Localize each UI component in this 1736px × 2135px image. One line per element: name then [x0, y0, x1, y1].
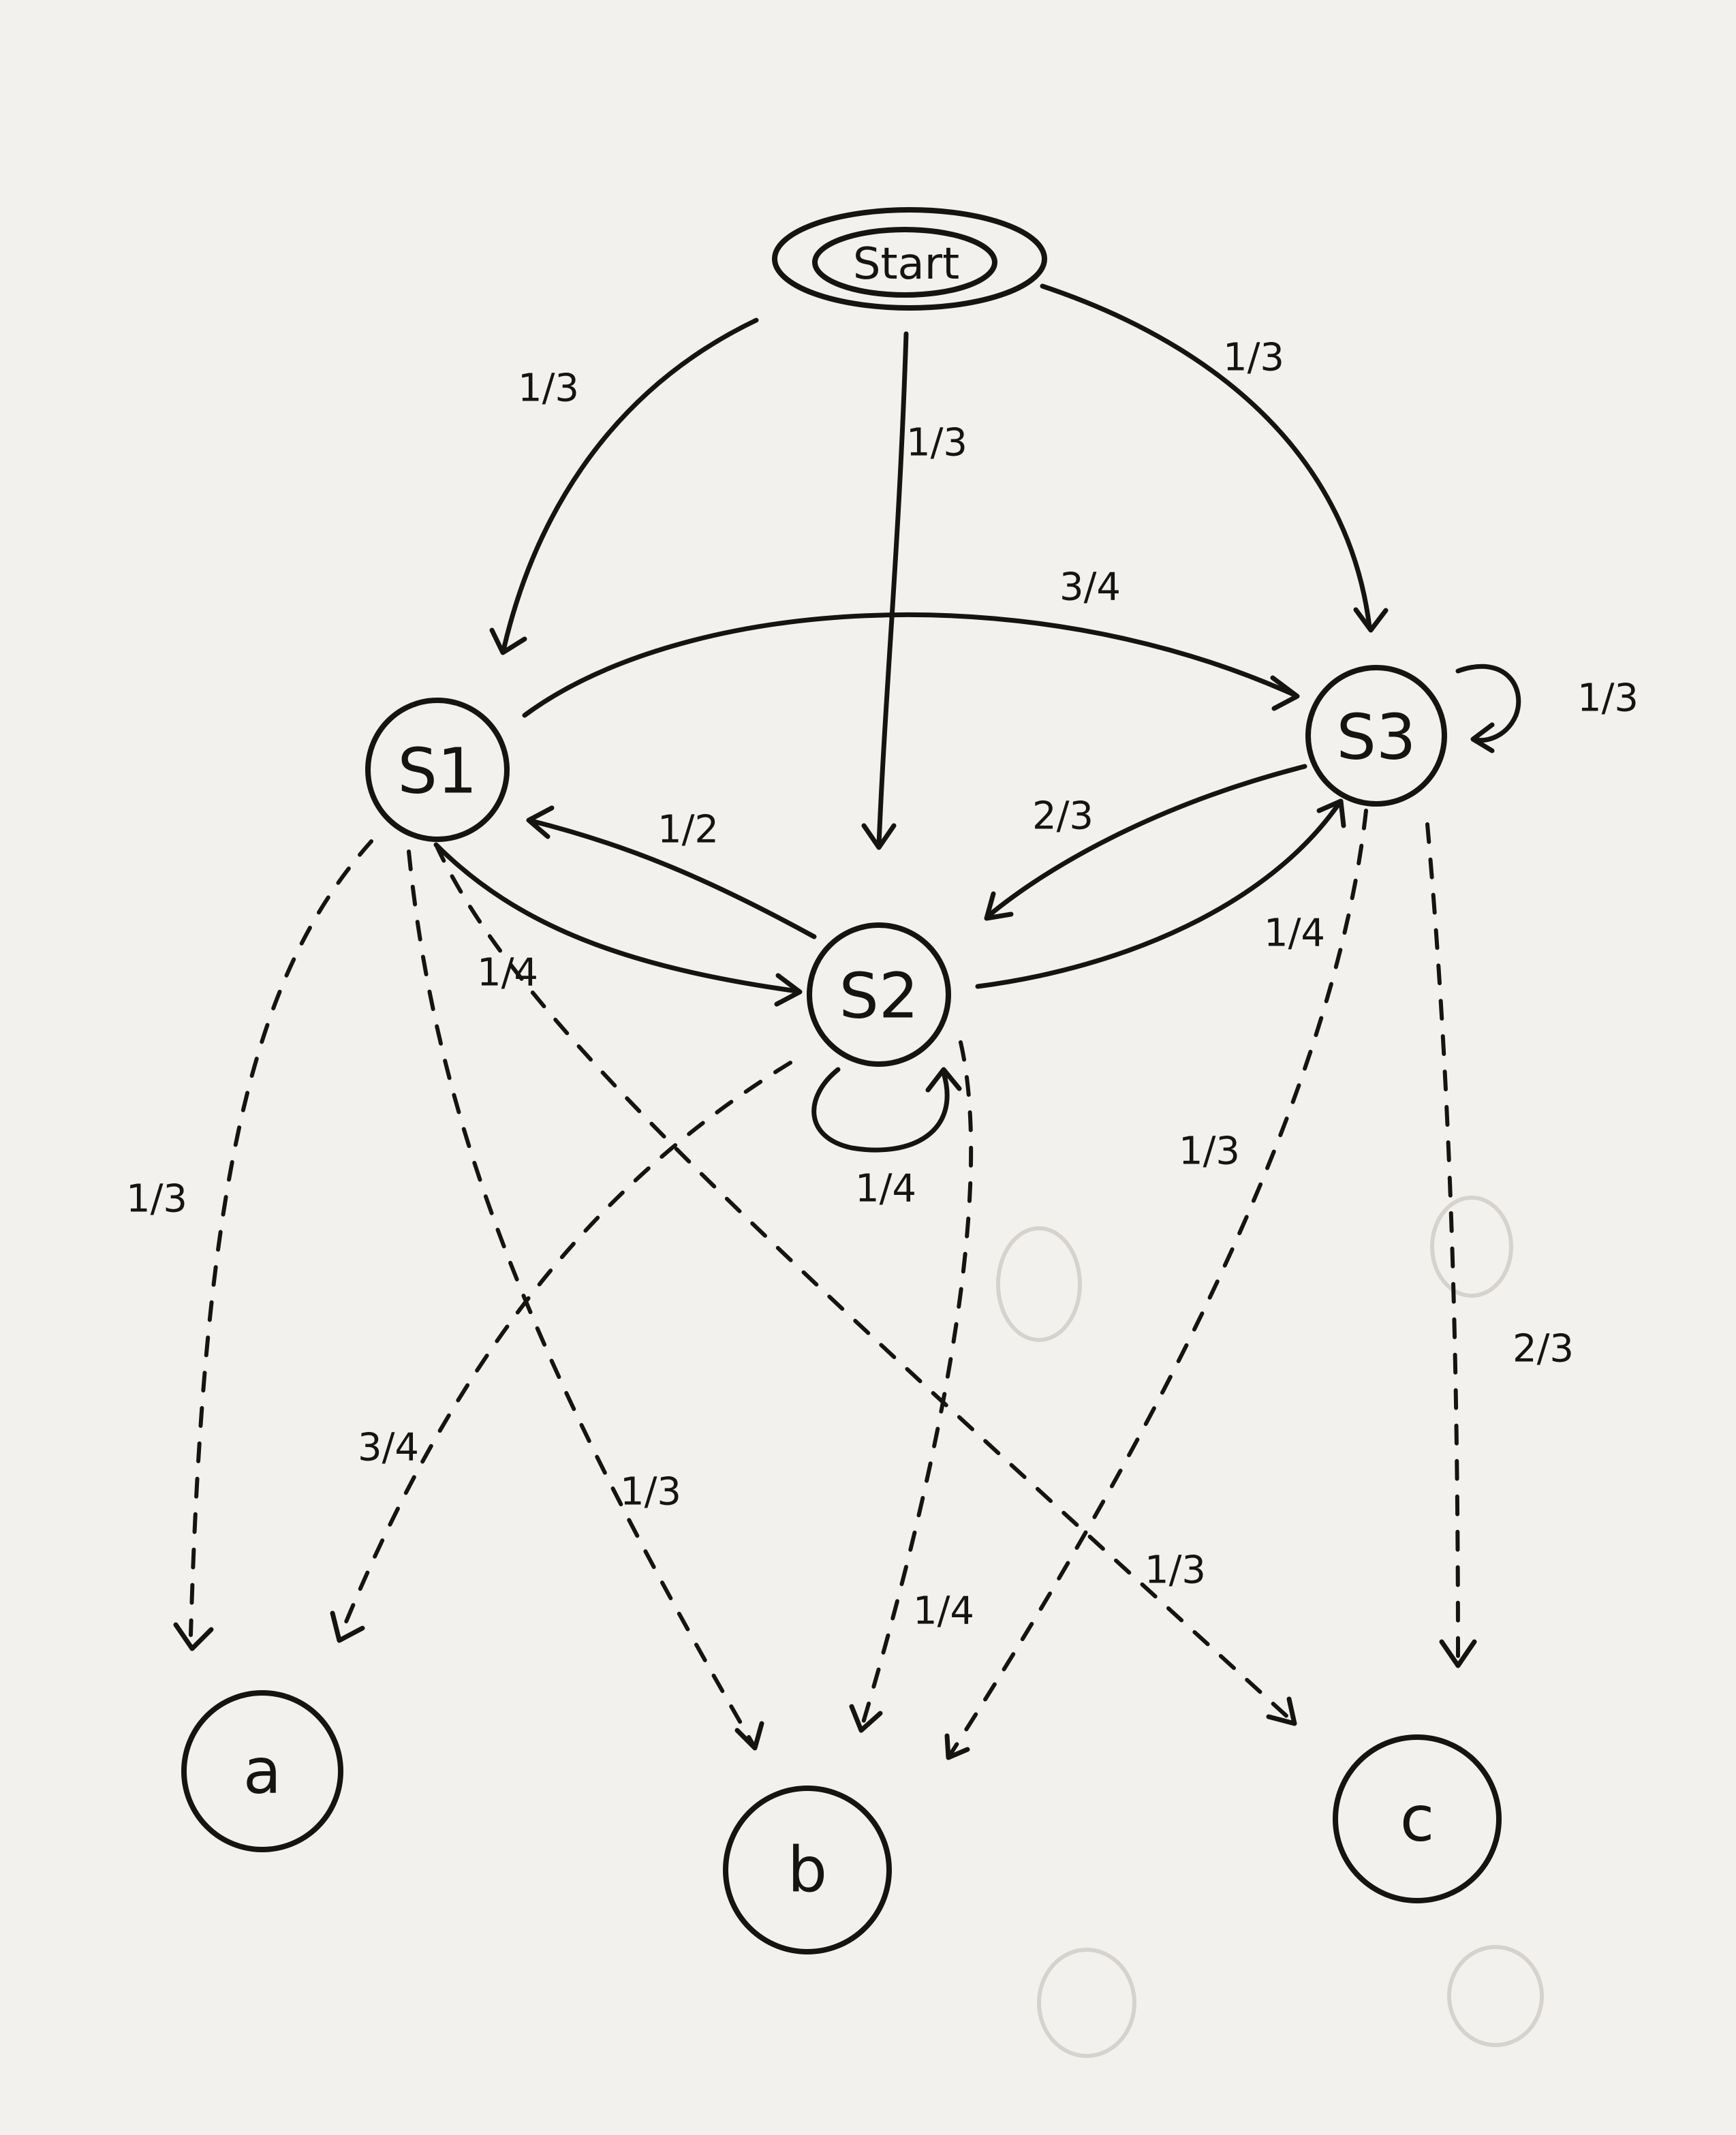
node-a: a [181, 1690, 343, 1852]
node-s3: S3 [1305, 665, 1447, 807]
edge-s1-c [434, 843, 1293, 1722]
node-b: b [723, 1786, 892, 1954]
arrowhead [489, 627, 527, 655]
faint-pencil-circle [1037, 1948, 1136, 2058]
s2-node-circle [807, 922, 951, 1067]
faint-pencil-circle [1447, 1945, 1544, 2047]
start-node-outer-ring [772, 207, 1047, 311]
arrowhead [1470, 722, 1495, 753]
edge-s3-self-loop [1455, 664, 1521, 743]
transition-labels: 1/3 1/3 1/3 3/4 1/4 1/2 1/4 1/4 2/3 1/3 [477, 336, 1639, 1211]
edge-s3-s2 [985, 764, 1307, 919]
edge-s1-b [407, 850, 755, 1746]
s1-node-circle [365, 698, 510, 842]
start-node-label: Start [853, 239, 959, 290]
label-s3-c: 2/3 [1513, 1327, 1574, 1371]
c-node-label: c [1400, 1783, 1435, 1856]
arrowhead [774, 973, 803, 1007]
s3-node-label: S3 [1337, 701, 1416, 774]
arrowhead [944, 1733, 970, 1760]
label-s3-s2: 2/3 [1032, 794, 1094, 839]
a-node-label: a [243, 1735, 281, 1808]
c-node-circle [1333, 1734, 1502, 1903]
edge-start-s2 [876, 331, 909, 847]
arrowhead [1270, 675, 1300, 711]
edge-s2-s3 [975, 801, 1342, 989]
node-c: c [1333, 1734, 1502, 1903]
faint-pencil-circle [996, 1226, 1082, 1342]
edge-s2-a [339, 1061, 792, 1637]
s3-node-circle [1305, 665, 1447, 807]
arrowhead [173, 1622, 214, 1651]
arrowhead [1353, 607, 1389, 633]
label-s1-s3: 3/4 [1059, 565, 1121, 610]
arrowhead [984, 891, 1014, 921]
arrowhead [861, 823, 897, 850]
edge-start-s1 [501, 317, 759, 650]
edge-s2-b [860, 1040, 974, 1729]
edge-s2-self-loop [811, 1067, 950, 1153]
arrowhead [330, 1610, 365, 1643]
node-s2: S2 [807, 922, 951, 1067]
node-s1: S1 [365, 698, 510, 842]
edge-s1-s2 [433, 842, 800, 994]
label-s2-b: 1/4 [913, 1589, 974, 1634]
s1-node-label: S1 [398, 735, 478, 808]
arrowhead [1266, 1696, 1297, 1726]
label-start-s1: 1/3 [518, 367, 579, 411]
label-s1-a: 1/3 [126, 1177, 187, 1221]
label-s2-s1: 1/2 [657, 808, 719, 852]
arrowhead [1439, 1639, 1477, 1668]
edge-s1-s3 [522, 612, 1297, 718]
emission-labels: 1/3 1/3 1/3 3/4 1/4 1/3 2/3 [126, 1129, 1574, 1634]
arrowhead [526, 805, 555, 839]
label-start-s2: 1/3 [906, 421, 967, 465]
label-s1-s2: 1/4 [477, 951, 538, 995]
faint-pencil-circle [1430, 1196, 1513, 1298]
edge-s2-s1 [529, 818, 817, 939]
edge-s1-a [189, 839, 373, 1637]
arrowhead [734, 1721, 764, 1751]
arrowhead [849, 1704, 883, 1733]
s2-node-label: S2 [839, 960, 919, 1033]
label-s2-self-loop: 1/4 [855, 1167, 916, 1211]
b-node-circle [723, 1786, 892, 1954]
emission-edges [173, 809, 1477, 1760]
label-start-s3: 1/3 [1223, 336, 1284, 380]
arrowhead [925, 1067, 962, 1093]
label-s2-s3: 1/4 [1264, 911, 1325, 956]
label-s3-b: 1/3 [1179, 1129, 1240, 1174]
b-node-label: b [788, 1834, 827, 1907]
label-s3-self-loop: 1/3 [1577, 676, 1639, 721]
a-node-circle [181, 1690, 343, 1852]
edge-start-s3 [1040, 283, 1372, 629]
edge-s3-b [948, 809, 1368, 1756]
start-node-inner-ring [812, 227, 997, 298]
transition-edges [433, 283, 1521, 1153]
label-s1-c: 1/3 [1145, 1548, 1206, 1593]
label-s1-b: 1/3 [620, 1470, 681, 1514]
label-s2-a: 3/4 [358, 1426, 419, 1470]
edge-s3-c [1425, 822, 1460, 1664]
arrowhead [1316, 798, 1346, 828]
node-start: Start [772, 207, 1047, 311]
